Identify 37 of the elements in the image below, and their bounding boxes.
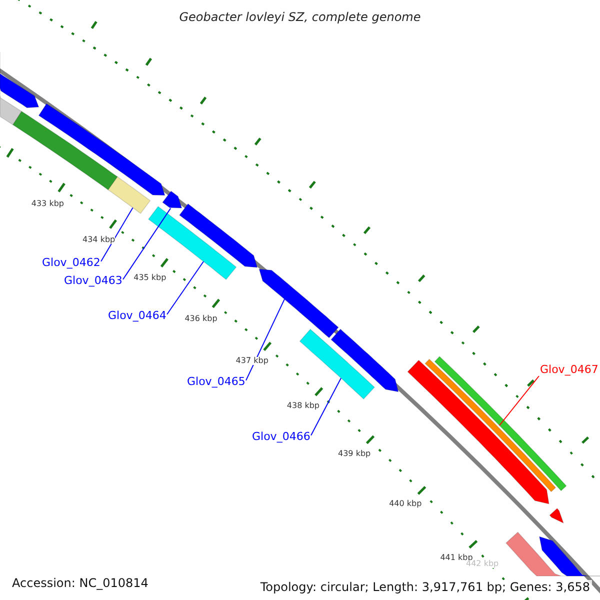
- gene-block: [162, 190, 182, 208]
- tick-label: 437 kbp: [236, 357, 268, 366]
- gene-block: [148, 206, 237, 280]
- gene-block: [0, 52, 40, 108]
- tick-label: 440 kbp: [389, 500, 422, 508]
- tick-label: 438 kbp: [286, 402, 320, 410]
- gene-block: [108, 176, 151, 214]
- tick-label: 439 kbp: [338, 450, 371, 458]
- gene-block: [299, 328, 376, 400]
- tick-label: 442 kbp: [466, 560, 499, 568]
- gene-label: Glov_0466: [252, 431, 310, 442]
- tick-label: 435 kbp: [134, 274, 166, 282]
- gene-label: Glov_0462: [42, 257, 100, 268]
- gene-label: Glov_0465: [187, 376, 246, 387]
- diagram-title: Geobacter lovleyi SZ, complete genome: [178, 11, 422, 23]
- gene-block: [330, 328, 399, 392]
- gene-block: [549, 508, 564, 524]
- gene-block: [12, 110, 118, 190]
- gene-label: Glov_0463: [64, 275, 122, 286]
- tick-label: 433 kbp: [31, 200, 64, 208]
- leader-line: [498, 376, 540, 426]
- leader-line: [100, 207, 134, 262]
- tick-label: 434 kbp: [82, 236, 116, 244]
- gene-block: [178, 203, 258, 268]
- gene-label: Glov_0464: [108, 310, 166, 321]
- leader-line: [310, 378, 342, 436]
- tick-label: 436 kbp: [184, 314, 218, 323]
- gene-label: Glov_0467: [540, 364, 598, 375]
- gene-block: [258, 268, 339, 338]
- gene-block: [538, 536, 600, 576]
- genome-info-text: Topology: circular; Length: 3,917,761 bp; Genes: 3,658: [258, 580, 592, 594]
- accession-text: Accession: NC_010814: [10, 576, 150, 590]
- leader-line: [166, 261, 204, 315]
- leader-line: [122, 208, 172, 280]
- tick-label: 441 kbp: [440, 554, 473, 562]
- gene-block: [38, 103, 166, 196]
- leader-line: [246, 298, 285, 381]
